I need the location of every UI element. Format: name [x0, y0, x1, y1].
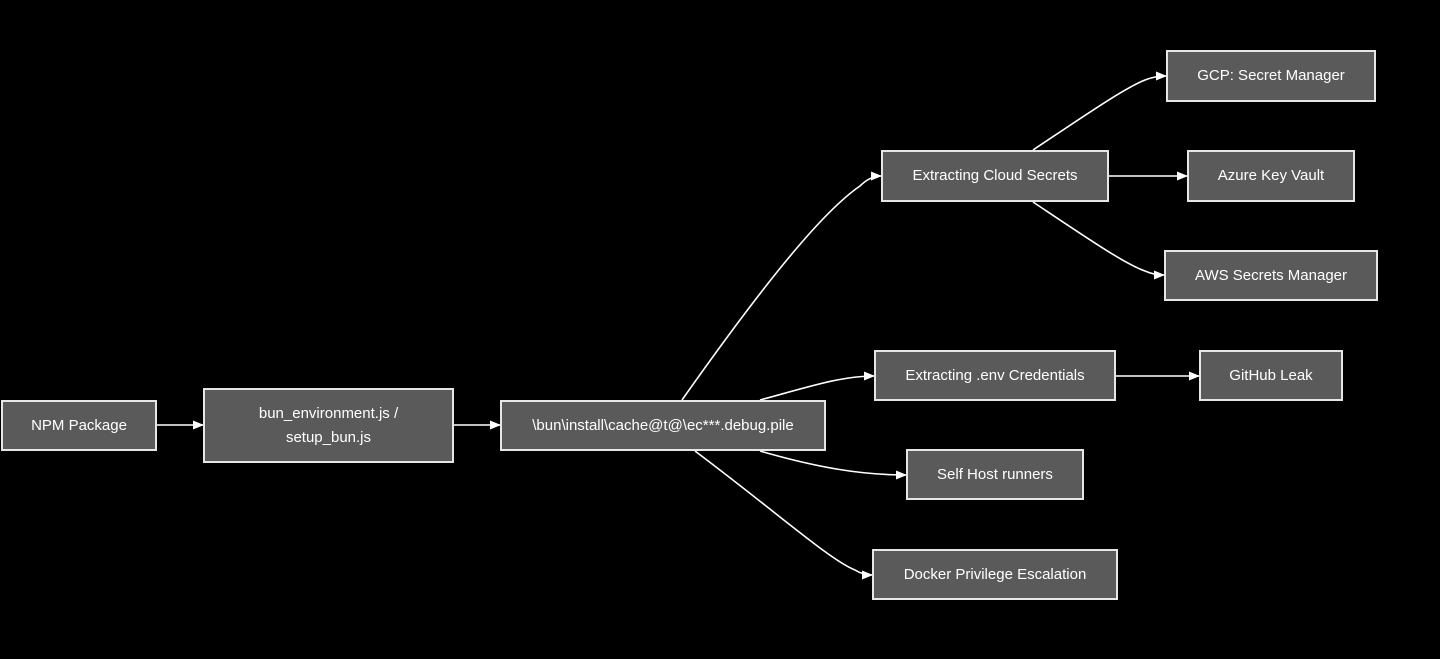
node-azure-key-vault: Azure Key Vault [1187, 150, 1355, 202]
node-label: NPM Package [31, 416, 127, 434]
node-bun-environment-script: bun_environment.js / setup_bun.js [203, 388, 454, 463]
node-docker-privilege-escalation: Docker Privilege Escalation [872, 549, 1118, 600]
node-label: AWS Secrets Manager [1195, 266, 1347, 284]
node-label: Extracting Cloud Secrets [912, 167, 1078, 184]
edge-cache-to-envcred [759, 371, 876, 401]
edge-cloud-to-gcp [1032, 71, 1168, 151]
node-self-host-runners: Self Host runners [906, 449, 1084, 500]
node-label: GCP: Secret Manager [1197, 67, 1345, 84]
edge-cache-to-selfhost [759, 450, 908, 480]
node-label: Self Host runners [937, 465, 1053, 483]
node-npm-package: NPM Package [1, 400, 157, 451]
node-label-line-1: bun_environment.js / [258, 404, 399, 422]
node-aws-secrets-manager: AWS Secrets Manager [1164, 250, 1378, 301]
node-bun-install-cache-path: \bun\install\cache@t@\ec***.debug.pile [500, 400, 826, 451]
node-extracting-env-credentials: Extracting .env Credentials [874, 350, 1116, 401]
edges-layer [157, 71, 1201, 580]
node-extracting-cloud-secrets: Extracting Cloud Secrets [881, 150, 1109, 202]
node-label-line-2: setup_bun.js [285, 428, 372, 446]
node-gcp-secret-manager: GCP: Secret Manager [1166, 50, 1376, 102]
edge-cloud-to-aws [1032, 201, 1166, 280]
node-label: Extracting .env Credentials [905, 366, 1085, 384]
edge-cache-to-docker [694, 450, 874, 580]
node-label: GitHub Leak [1229, 366, 1313, 384]
node-label: Azure Key Vault [1217, 167, 1325, 184]
node-label: \bun\install\cache@t@\ec***.debug.pile [532, 416, 794, 434]
edge-cache-to-cloud [681, 171, 883, 401]
node-label: Docker Privilege Escalation [903, 565, 1087, 583]
node-github-leak: GitHub Leak [1199, 350, 1343, 401]
